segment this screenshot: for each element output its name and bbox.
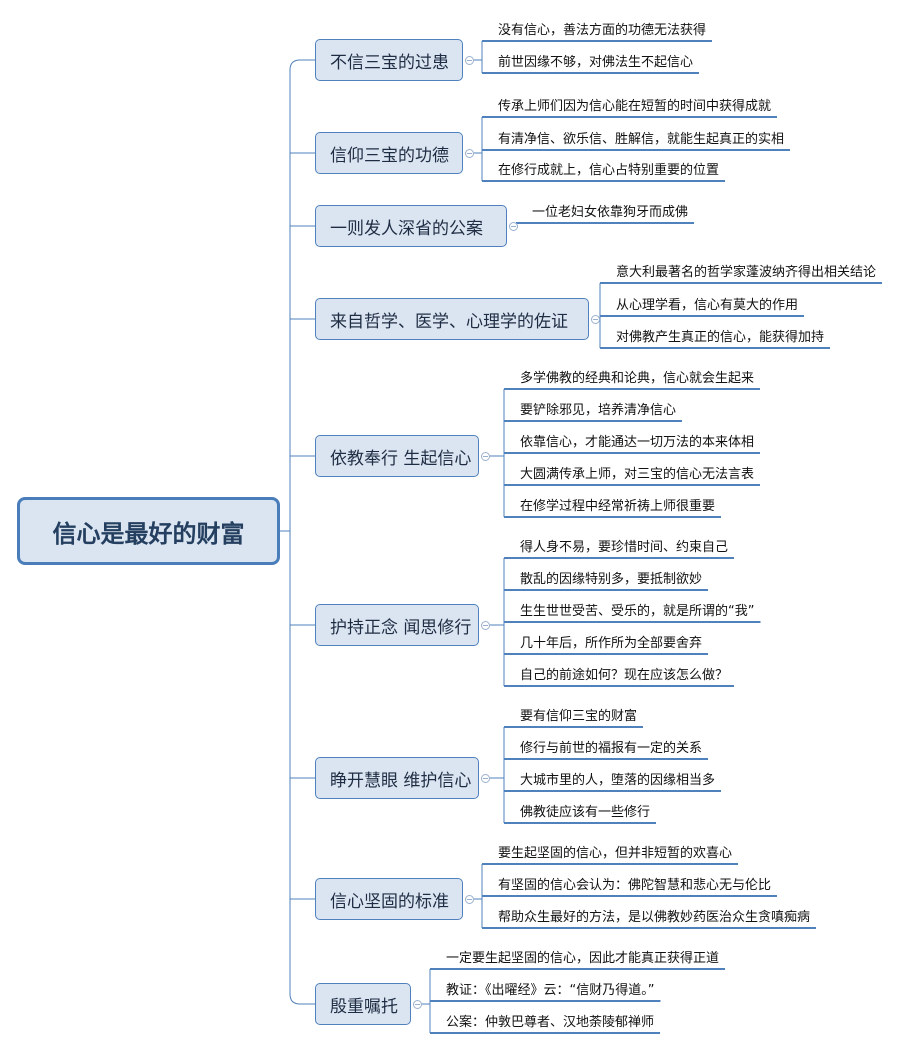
leaf-text[interactable]: 有清净信、欲乐信、胜解信，就能生起真正的实相: [498, 132, 785, 147]
leaf-text[interactable]: 修行与前世的福报有一定的关系: [520, 741, 703, 756]
leaf-text[interactable]: 大圆满传承上师，对三宝的信心无法言表: [520, 467, 755, 482]
leaf-text[interactable]: 要铲除邪见，培养清净信心: [520, 403, 677, 418]
collapse-toggle-icon[interactable]: [465, 149, 474, 158]
branch-node[interactable]: 不信三宝的过患: [315, 39, 463, 81]
branch-node[interactable]: 护持正念 闻思修行: [315, 604, 479, 646]
leaf-text[interactable]: 依靠信心，才能通达一切万法的本来体相: [520, 435, 755, 450]
collapse-toggle-icon[interactable]: [509, 222, 518, 231]
leaf-text[interactable]: 要有信仰三宝的财富: [520, 709, 638, 724]
branch-node[interactable]: 一则发人深省的公案: [315, 205, 507, 247]
leaf-text[interactable]: 生生世世受苦、受乐的，就是所谓的“我”: [520, 604, 755, 619]
leaf-text[interactable]: 意大利最著名的哲学家蓬波纳齐得出相关结论: [616, 265, 877, 280]
leaf-text[interactable]: 几十年后，所作所为全部要舍弃: [520, 636, 703, 651]
collapse-toggle-icon[interactable]: [481, 621, 490, 630]
leaf-text[interactable]: 多学佛教的经典和论典，信心就会生起来: [520, 371, 755, 386]
leaf-text[interactable]: 从心理学看，信心有莫大的作用: [616, 298, 799, 313]
leaf-text[interactable]: 一定要生起坚固的信心，因此才能真正获得正道: [446, 951, 720, 966]
leaf-text[interactable]: 教证：《出曜经》云：“信财乃得道。”: [446, 983, 655, 998]
leaf-text[interactable]: 散乱的因缘特别多，要抵制欲妙: [520, 572, 703, 587]
main-spine: [289, 59, 315, 1005]
branch-node[interactable]: 来自哲学、医学、心理学的佐证: [315, 298, 589, 340]
collapse-toggle-icon[interactable]: [481, 452, 490, 461]
leaf-text[interactable]: 佛教徒应该有一些修行: [520, 805, 651, 820]
branch-node[interactable]: 殷重嘱托: [315, 983, 411, 1025]
leaf-text[interactable]: 要生起坚固的信心，但并非短暂的欢喜心: [498, 846, 733, 861]
branch-node[interactable]: 信仰三宝的功德: [315, 132, 463, 174]
leaf-text[interactable]: 在修行成就上，信心占特别重要的位置: [498, 163, 720, 178]
leaf-text[interactable]: 传承上师们因为信心能在短暂的时间中获得成就: [498, 99, 772, 114]
collapse-toggle-icon[interactable]: [481, 774, 490, 783]
leaf-text[interactable]: 在修学过程中经常祈祷上师很重要: [520, 499, 716, 514]
collapse-toggle-icon[interactable]: [413, 1000, 422, 1009]
leaf-text[interactable]: 有坚固的信心会认为：佛陀智慧和悲心无与伦比: [498, 878, 772, 893]
leaf-text[interactable]: 公案：仲敦巴尊者、汉地荼陵郁禅师: [446, 1015, 655, 1030]
leaf-text[interactable]: 大城市里的人，堕落的因缘相当多: [520, 773, 716, 788]
collapse-toggle-icon[interactable]: [591, 315, 600, 324]
leaf-text[interactable]: 没有信心，善法方面的功德无法获得: [498, 23, 707, 38]
branch-node[interactable]: 睁开慧眼 维护信心: [315, 757, 479, 799]
leaf-text[interactable]: 帮助众生最好的方法，是以佛教妙药医治众生贪嗔痴病: [498, 910, 811, 925]
root-node[interactable]: 信心是最好的财富: [17, 497, 280, 565]
leaf-text[interactable]: 前世因缘不够，对佛法生不起信心: [498, 55, 694, 70]
branch-node[interactable]: 信心坚固的标准: [315, 878, 463, 920]
branch-node[interactable]: 依教奉行 生起信心: [315, 435, 479, 477]
leaf-text[interactable]: 自己的前途如何？现在应该怎么做？: [520, 668, 729, 683]
collapse-toggle-icon[interactable]: [465, 895, 474, 904]
leaf-text[interactable]: 得人身不易，要珍惜时间、约束自己: [520, 540, 729, 555]
collapse-toggle-icon[interactable]: [465, 56, 474, 65]
leaf-text[interactable]: 一位老妇女依靠狗牙而成佛: [532, 205, 689, 220]
leaf-text[interactable]: 对佛教产生真正的信心，能获得加持: [616, 330, 825, 345]
